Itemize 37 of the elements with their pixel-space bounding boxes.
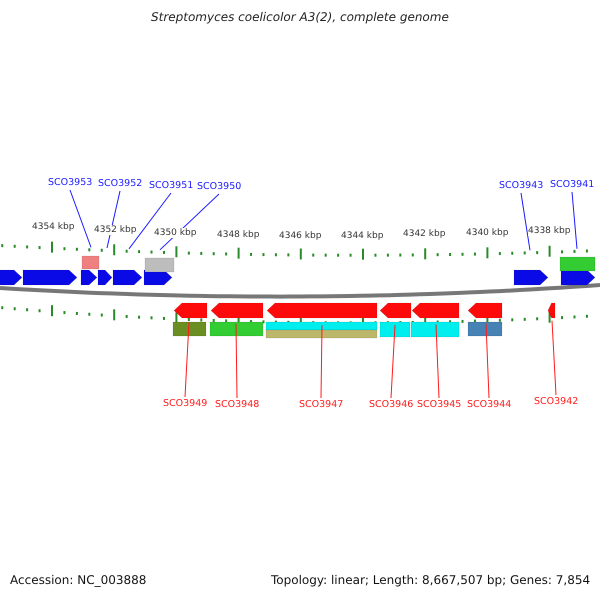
leader-line: [128, 192, 172, 250]
gene-label: SCO3953: [48, 177, 92, 189]
leader-line: [520, 192, 530, 251]
gene-label: SCO3952: [98, 178, 142, 190]
footer-note: Topology: linear; Length: 8,667,507 bp; Genes: 7,854: [271, 573, 590, 587]
gene-label: SCO3945: [417, 399, 462, 411]
scale-label: 4342 kbp: [403, 229, 446, 239]
scale-label: 4340 kbp: [466, 228, 508, 238]
gene-label: SCO3942: [534, 396, 578, 408]
scale-label: 4344 kbp: [341, 231, 384, 241]
scale-label: 4346 kbp: [279, 231, 322, 241]
leader-line: [390, 324, 396, 398]
scale-label: 4338 kbp: [528, 226, 570, 236]
leader-line: [572, 192, 578, 250]
scale-ruler: [1, 242, 588, 260]
leader-line: [320, 324, 322, 398]
leader-line: [184, 322, 190, 398]
gene-label: SCO3941: [550, 179, 594, 191]
gene-label: SCO3949: [163, 398, 208, 410]
gene-label: SCO3944: [467, 399, 512, 411]
scale-label: 4348 kbp: [217, 230, 260, 240]
scale-label: 4352 kbp: [94, 225, 136, 235]
gene-label: SCO3946: [369, 399, 414, 411]
scale-label: 4350 kbp: [154, 228, 196, 238]
leader-line: [236, 323, 238, 398]
gene-label: SCO3951: [149, 180, 194, 192]
gene-label: SCO3947: [299, 399, 344, 411]
gene-label: SCO3943: [499, 180, 544, 192]
leader-line: [552, 320, 556, 396]
leader-line: [486, 322, 490, 398]
gene-label: SCO3950: [197, 181, 242, 193]
gene-label: SCO3948: [215, 399, 260, 411]
diagram-title: Streptomyces coelicolor A3(2), complete genome: [151, 10, 449, 24]
leader-line: [70, 190, 92, 248]
footer-note: Accession: NC_003888: [10, 573, 146, 587]
leader-line: [436, 324, 440, 398]
scale-label: 4354 kbp: [32, 222, 74, 232]
